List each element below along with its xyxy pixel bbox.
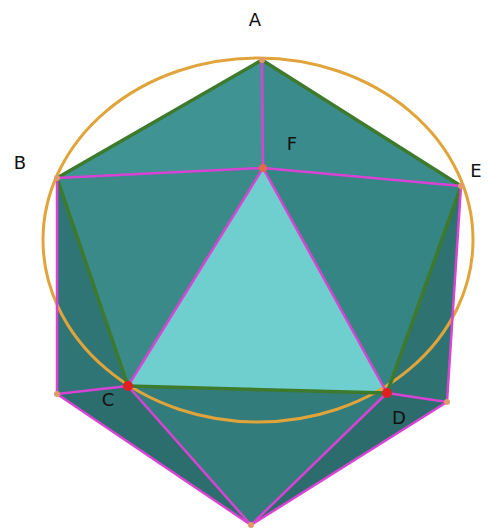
vertex-dot	[259, 164, 267, 172]
edge	[387, 393, 447, 402]
vertex-dot	[54, 175, 60, 181]
vertex-dot	[248, 522, 254, 528]
magenta-edges	[57, 60, 461, 525]
edge	[447, 186, 461, 402]
edge	[57, 60, 262, 178]
edge	[57, 168, 263, 178]
vertex-dot	[458, 183, 464, 189]
circle	[43, 58, 473, 422]
green-edges	[57, 60, 461, 393]
face	[387, 186, 461, 402]
vertex-label: D	[392, 409, 406, 427]
vertex-dot	[259, 57, 265, 63]
face	[128, 168, 387, 393]
edge	[262, 60, 461, 186]
edge	[128, 168, 263, 386]
edge	[57, 394, 251, 525]
edge	[262, 60, 263, 168]
vertex-label: F	[287, 135, 297, 153]
face	[57, 178, 128, 394]
vertex-label: E	[470, 162, 481, 180]
edge	[251, 402, 447, 525]
edge	[251, 393, 387, 525]
faces	[57, 60, 461, 525]
vertex-label: A	[249, 11, 261, 29]
face	[251, 393, 447, 525]
edge	[128, 386, 387, 393]
vertex-dot	[382, 388, 392, 398]
vertex-dot	[54, 391, 60, 397]
edge	[57, 178, 128, 386]
vertex-dot	[444, 399, 450, 405]
edge	[57, 386, 128, 394]
vertex-dot	[123, 381, 133, 391]
edge	[263, 168, 461, 186]
vertex-dots	[54, 57, 464, 528]
vertex-label: C	[102, 391, 115, 409]
edge	[56, 178, 59, 394]
vertex-label: B	[14, 154, 26, 172]
edge	[263, 168, 387, 393]
